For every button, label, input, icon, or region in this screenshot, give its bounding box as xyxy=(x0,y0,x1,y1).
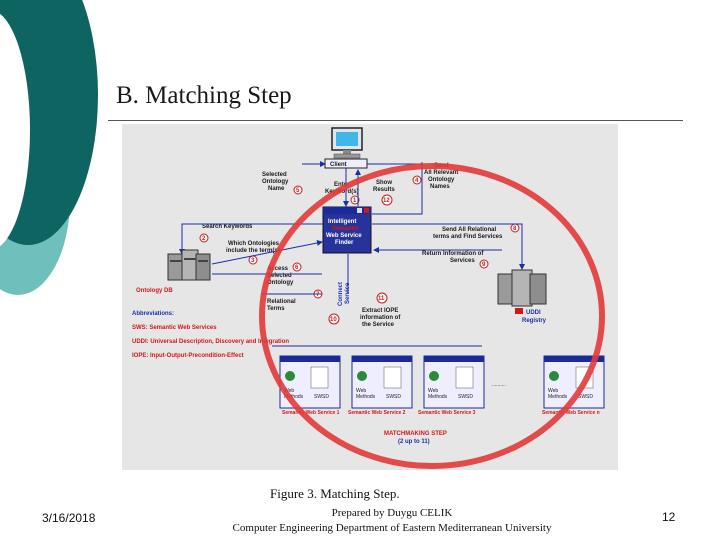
service-n-web: Web xyxy=(548,388,558,394)
isf-line4: Finder xyxy=(335,240,354,246)
extract-iope-line3: the Service xyxy=(362,322,395,328)
step-8-marker: 8 xyxy=(513,226,517,232)
service-1-label: Semantic Web Service 1 xyxy=(282,410,340,416)
matching-step-figure: Client Selected Ontology Name 5 Enter Ke… xyxy=(122,124,618,470)
step-6-marker: 6 xyxy=(295,265,299,271)
uddi-line1: UDDI xyxy=(526,310,541,316)
relational-terms-line1: Relational xyxy=(267,299,296,305)
service-3-web: Web xyxy=(428,388,438,394)
client-label: Client xyxy=(330,162,347,168)
matching-step-diagram: Client Selected Ontology Name 5 Enter Ke… xyxy=(132,127,605,469)
step-11-marker: 11 xyxy=(378,296,385,302)
return-info-line2: Services xyxy=(450,258,475,264)
selected-ontology-line3: Name xyxy=(268,186,285,192)
relational-terms-line2: Terms xyxy=(267,306,285,312)
service-n-methods: Methods xyxy=(548,394,568,400)
step-4-marker: 4 xyxy=(415,178,419,184)
show-results-line2: Results xyxy=(373,187,395,193)
service-n-file: SWSD xyxy=(578,394,593,400)
return-info-line1: Return Information of xyxy=(422,251,484,257)
step-12-marker: 12 xyxy=(383,198,390,204)
client-computer-icon xyxy=(331,127,363,159)
selected-ontology-line2: Ontology xyxy=(262,179,289,185)
isf-line2: Semantic xyxy=(332,226,359,232)
page-number: 12 xyxy=(662,510,676,524)
credit-line2: Computer Engineering Department of Easte… xyxy=(232,522,552,534)
title-underline xyxy=(108,120,683,121)
step-2-marker: 2 xyxy=(202,236,206,242)
slide-title: B. Matching Step xyxy=(116,82,292,109)
connect-service-line1: Connect xyxy=(338,282,344,306)
ontology-db-label: Ontology DB xyxy=(136,288,173,294)
matchmaking-line1: MATCHMAKING STEP xyxy=(384,431,447,437)
service-3-methods: Methods xyxy=(428,394,448,400)
service-2-label: Semantic Web Service 2 xyxy=(348,410,406,416)
extract-iope-line1: Extract IOPE xyxy=(362,308,398,314)
extract-iope-line2: information of xyxy=(360,315,401,321)
step-3-marker: 3 xyxy=(251,258,255,264)
access-selected-line3: Ontology xyxy=(267,280,294,286)
white-ellipse xyxy=(0,13,30,247)
service-3-file: SWSD xyxy=(458,394,473,400)
which-ontologies-line2: include the term(s) xyxy=(226,248,280,254)
send-relevant-line3: Ontology xyxy=(428,177,455,183)
which-ontologies-line1: Which Ontologies xyxy=(228,241,280,247)
service-n-label: Semantic Web Service n xyxy=(542,410,600,416)
access-selected-line2: Selected xyxy=(267,273,292,279)
matchmaking-circle xyxy=(259,163,605,469)
send-relevant-line2: All Relevant xyxy=(424,170,458,176)
service-2-methods: Methods xyxy=(356,394,376,400)
step-7-marker: 7 xyxy=(316,292,320,298)
figure-caption: Figure 3. Matching Step. xyxy=(270,486,400,501)
service-box-2 xyxy=(351,355,413,409)
enter-keywords-line1: Enter xyxy=(334,182,350,188)
step-1-marker: 1 xyxy=(353,198,357,204)
credit-line1: Prepared by Duygu CELIK xyxy=(331,507,453,519)
uddi-server-icon xyxy=(497,269,547,314)
step-9-marker: 9 xyxy=(482,262,486,268)
decorative-circles xyxy=(0,0,98,295)
service-1-file: SWSD xyxy=(314,394,329,400)
uddi-line2: Registry xyxy=(522,318,547,324)
slide-credit: Prepared by Duygu CELIK Computer Enginee… xyxy=(212,506,572,536)
isf-line3: Web Service xyxy=(326,233,362,239)
service-ellipsis: .......... xyxy=(492,382,506,388)
service-2-web: Web xyxy=(356,388,366,394)
send-relational-line2: terms and Find Services xyxy=(433,234,503,240)
matchmaking-line2: (2 up to 11) xyxy=(398,439,430,445)
flow-arrows xyxy=(179,161,525,347)
service-1-web: Web xyxy=(284,388,294,394)
search-keywords: Search Keywords xyxy=(202,224,253,230)
service-2-file: SWSD xyxy=(386,394,401,400)
abbr-sws: SWS: Semantic Web Services xyxy=(132,325,217,331)
abbreviations-heading: Abbreviations: xyxy=(132,311,174,317)
step-5-marker: 5 xyxy=(296,188,300,194)
access-selected-line1: Access xyxy=(267,266,289,272)
isf-line1: Intelligent xyxy=(328,219,356,225)
send-relevant-line4: Names xyxy=(430,184,450,190)
abbr-uddi: UDDI: Universal Description, Discovery a… xyxy=(132,339,289,345)
abbr-iope: IOPE: Input-Output-Precondition-Effect xyxy=(132,353,244,359)
show-results-line1: Show xyxy=(376,180,392,186)
service-1-methods: Methods xyxy=(284,394,304,400)
service-3-label: Semantic Web Service 3 xyxy=(418,410,476,416)
slide-date: 3/16/2018 xyxy=(42,511,96,525)
step-10-marker: 10 xyxy=(330,317,337,323)
send-relational-line1: Send All Relational xyxy=(442,227,496,233)
ontology-db-server-icon xyxy=(167,249,211,281)
service-box-3 xyxy=(423,355,485,409)
isf-window-icon xyxy=(322,206,372,254)
selected-ontology-line1: Selected xyxy=(262,172,287,178)
